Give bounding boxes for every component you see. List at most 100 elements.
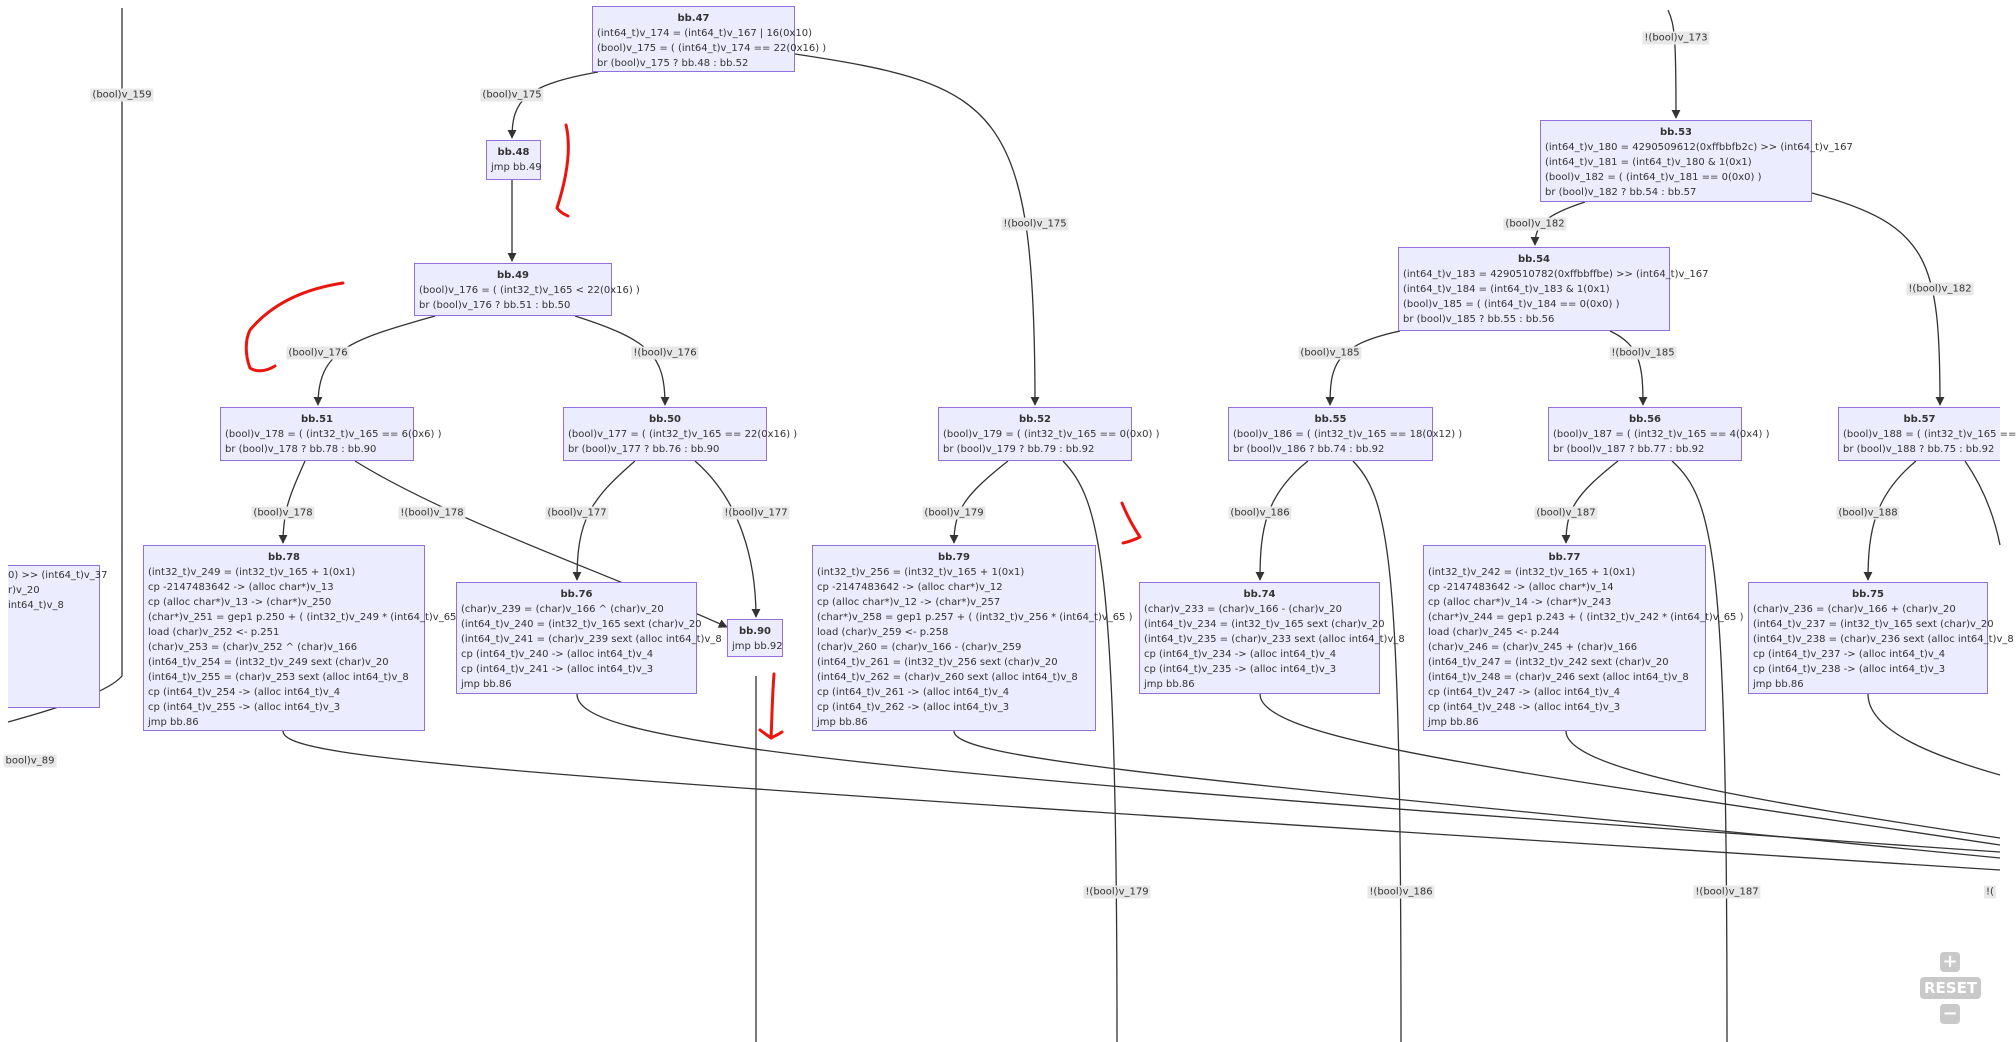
node-line: (int64_t)v_237 = (int32_t)v_165 sext (ch… <box>1753 619 1994 630</box>
edge-bb57-bb75 <box>1863 460 1917 581</box>
edge-label: bool)v_89 <box>3 754 57 768</box>
annotation-arrow-3 <box>1120 501 1142 545</box>
node-bb74[interactable]: bb.74 (char)v_233 = (char)v_166 - (char)… <box>1139 582 1405 694</box>
node-line: (int64_t)v_262 = (char)v_260 sext (alloc… <box>817 672 1078 683</box>
node-line: (bool)v_187 = ( (int32_t)v_165 == 4(0x4)… <box>1553 429 1770 440</box>
node-bb79[interactable]: bb.79 (int32_t)v_256 = (int32_t)v_165 + … <box>812 545 1133 731</box>
edge-label: !(bool)v_186 <box>1367 885 1435 899</box>
node-line: cp (int64_t)v_248 -> (alloc int64_t)v_3 <box>1428 702 1621 713</box>
edge-label: (bool)v_159 <box>90 88 154 102</box>
node-line: (int64_t)v_240 = (int32_t)v_165 sext (ch… <box>461 619 702 630</box>
node-left-partial[interactable]: 0) >> (int64_t)v_37 r)v_20 int64_t)v_8 <box>8 565 108 708</box>
zoom-in-button[interactable]: + <box>1940 952 1960 972</box>
node-line: cp (int64_t)v_247 -> (alloc int64_t)v_4 <box>1428 687 1621 698</box>
node-line: cp -2147483642 -> (alloc char*)v_14 <box>1428 582 1614 593</box>
node-bb77[interactable]: bb.77 (int32_t)v_242 = (int32_t)v_165 + … <box>1423 545 1744 731</box>
node-line: jmp bb.86 <box>461 679 512 690</box>
node-line: cp -2147483642 -> (alloc char*)v_12 <box>817 582 1003 593</box>
node-line: int64_t)v_8 <box>8 600 64 611</box>
node-bb51[interactable]: bb.51 (bool)v_178 = ( (int32_t)v_165 == … <box>220 407 442 461</box>
node-line: cp (int64_t)v_254 -> (alloc int64_t)v_4 <box>148 687 341 698</box>
edge-bb55-bb92 <box>1352 460 1402 1042</box>
edge-label: (bool)v_179 <box>922 506 986 520</box>
reset-button[interactable]: RESET <box>1920 977 1982 999</box>
node-line: jmp bb.86 <box>1428 717 1479 728</box>
node-title: bb.56 <box>1628 414 1662 425</box>
node-line: br (bool)v_186 ? bb.74 : bb.92 <box>1233 444 1385 455</box>
node-line: (bool)v_188 = ( (int32_t)v_165 == <box>1843 429 2016 440</box>
edge-label: (bool)v_176 <box>286 346 350 360</box>
node-line: (int64_t)v_254 = (int32_t)v_249 sext (ch… <box>148 657 389 668</box>
node-title: bb.54 <box>1517 254 1551 265</box>
node-line: cp (alloc char*)v_12 -> (char*)v_257 <box>817 597 1001 608</box>
node-line: (int64_t)v_180 = 4290509612(0xffbbfb2c) … <box>1545 142 1853 153</box>
edge-bb54-bb56 <box>1609 330 1648 406</box>
node-bb90[interactable]: bb.90 jmp bb.92 <box>727 619 783 657</box>
node-line: (char*)v_251 = gep1 p.250 + ( (int32_t)v… <box>148 612 464 623</box>
node-bb57[interactable]: bb.57 (bool)v_188 = ( (int32_t)v_165 == … <box>1838 407 2016 461</box>
node-line: (bool)v_177 = ( (int32_t)v_165 == 22(0x1… <box>568 429 798 440</box>
node-line: (int64_t)v_261 = (int32_t)v_256 sext (ch… <box>817 657 1058 668</box>
node-bb52[interactable]: bb.52 (bool)v_179 = ( (int32_t)v_165 == … <box>938 407 1160 461</box>
node-line: (int64_t)v_235 = (char)v_233 sext (alloc… <box>1144 634 1405 645</box>
edge-bb74-bb86 <box>1259 693 2001 846</box>
node-line: load (char)v_259 <- p.258 <box>817 627 949 638</box>
node-line: (bool)v_178 = ( (int32_t)v_165 == 6(0x6)… <box>225 429 442 440</box>
node-bb56[interactable]: bb.56 (bool)v_187 = ( (int32_t)v_165 == … <box>1548 407 1770 461</box>
node-line: (int64_t)v_248 = (char)v_246 sext (alloc… <box>1428 672 1689 683</box>
zoom-out-button[interactable]: − <box>1940 1004 1960 1024</box>
annotation-arrow-2 <box>244 281 345 373</box>
node-line: (int64_t)v_183 = 4290510782(0xffbbffbe) … <box>1403 269 1709 280</box>
edge-label: (bool)v_188 <box>1836 506 1900 520</box>
edge-label: !(bool)v_173 <box>1642 31 1710 45</box>
edge-label: (bool)v_186 <box>1228 506 1292 520</box>
zoom-controls: + RESET − <box>1920 952 1982 1024</box>
edge-bb55-bb74 <box>1255 460 1309 581</box>
node-line: (bool)v_179 = ( (int32_t)v_165 == 0(0x0)… <box>943 429 1160 440</box>
node-line: jmp bb.86 <box>1144 679 1195 690</box>
node-bb76[interactable]: bb.76 (char)v_239 = (char)v_166 ^ (char)… <box>456 582 722 694</box>
node-line: (int32_t)v_242 = (int32_t)v_165 + 1(0x1) <box>1428 567 1636 578</box>
node-bb75[interactable]: bb.75 (char)v_236 = (char)v_166 + (char)… <box>1748 582 2014 694</box>
edge-bb57-right <box>1964 460 2001 546</box>
edge-top-bb53 <box>1667 9 1681 119</box>
edge-bb52-bb92 <box>1062 460 1118 1042</box>
edge-label: !(bool)v_176 <box>631 346 699 360</box>
node-line: cp (int64_t)v_234 -> (alloc int64_t)v_4 <box>1144 649 1337 660</box>
node-title: bb.51 <box>300 414 334 425</box>
node-line: (bool)v_175 = ( (int64_t)v_174 == 22(0x1… <box>597 43 827 54</box>
node-bb53[interactable]: bb.53 (int64_t)v_180 = 4290509612(0xffbb… <box>1540 120 1853 202</box>
node-line: br (bool)v_177 ? bb.76 : bb.90 <box>568 444 720 455</box>
node-line: (char)v_246 = (char)v_245 + (char)v_166 <box>1428 642 1638 653</box>
edge-bb75-bb86 <box>1867 693 2001 776</box>
node-line: br (bool)v_187 ? bb.77 : bb.92 <box>1553 444 1705 455</box>
node-line: br (bool)v_176 ? bb.51 : bb.50 <box>419 300 571 311</box>
node-line: (int64_t)v_241 = (char)v_239 sext (alloc… <box>461 634 722 645</box>
node-line: (int64_t)v_255 = (char)v_253 sext (alloc… <box>148 672 409 683</box>
edge-bb50-bb90 <box>694 460 761 618</box>
node-line: (bool)v_182 = ( (int64_t)v_181 == 0(0x0)… <box>1545 172 1762 183</box>
node-line: (char)v_253 = (char)v_252 ^ (char)v_166 <box>148 642 358 653</box>
node-line: load (char)v_252 <- p.251 <box>148 627 280 638</box>
node-bb54[interactable]: bb.54 (int64_t)v_183 = 4290510782(0xffbb… <box>1398 247 1709 331</box>
node-bb55[interactable]: bb.55 (bool)v_186 = ( (int32_t)v_165 == … <box>1228 407 1462 461</box>
node-bb50[interactable]: bb.50 (bool)v_177 = ( (int32_t)v_165 == … <box>563 407 798 461</box>
node-bb78[interactable]: bb.78 (int32_t)v_249 = (int32_t)v_165 + … <box>143 545 464 731</box>
edge-label: !(bool)v_175 <box>1001 217 1069 231</box>
node-line: (bool)v_185 = ( (int64_t)v_184 == 0(0x0)… <box>1403 299 1620 310</box>
edge-bb47-bb52 <box>794 53 1040 406</box>
node-bb47[interactable]: bb.47 (int64_t)v_174 = (int64_t)v_167 | … <box>592 6 827 72</box>
node-bb49[interactable]: bb.49 (bool)v_176 = ( (int32_t)v_165 < 2… <box>414 263 640 316</box>
edge-bb56-bb77 <box>1561 460 1619 544</box>
node-line: cp (int64_t)v_255 -> (alloc int64_t)v_3 <box>148 702 341 713</box>
edge-label: !(bool)v_178 <box>398 506 466 520</box>
node-line: cp (int64_t)v_261 -> (alloc int64_t)v_4 <box>817 687 1010 698</box>
node-line: 0) >> (int64_t)v_37 <box>8 570 108 581</box>
node-line: (int32_t)v_256 = (int32_t)v_165 + 1(0x1) <box>817 567 1025 578</box>
node-line: br (bool)v_188 ? bb.75 : bb.92 <box>1843 444 1995 455</box>
edge-bb76-bb86 <box>576 693 2001 853</box>
edge-bb53-bb57 <box>1811 192 1945 406</box>
node-line: jmp bb.86 <box>817 717 868 728</box>
node-line: cp (int64_t)v_237 -> (alloc int64_t)v_4 <box>1753 649 1946 660</box>
node-bb48[interactable]: bb.48 jmp bb.49 <box>486 140 542 180</box>
